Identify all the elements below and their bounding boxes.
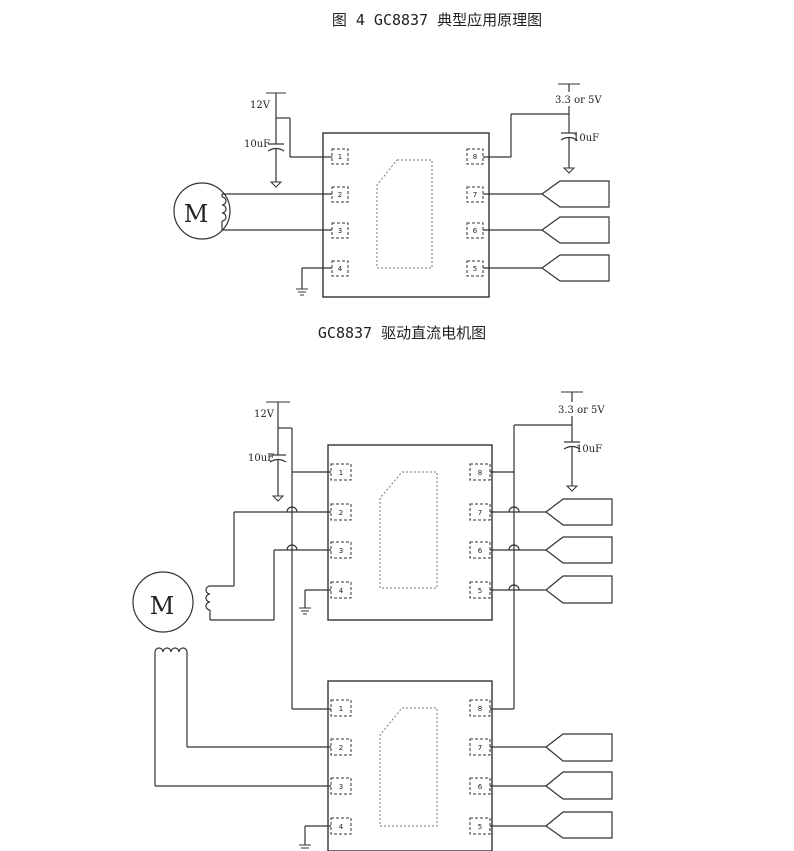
chip-2b-pin-7: 7 xyxy=(469,738,491,756)
chip-1-pin-5: 5 xyxy=(466,260,484,277)
svg-text:3: 3 xyxy=(339,783,343,791)
chip-1-pin-7: 7 xyxy=(466,186,484,203)
chip-2b-pin-5: 5 xyxy=(469,817,491,835)
motor-1: M xyxy=(173,182,332,240)
input-connectors-2a xyxy=(490,498,613,604)
svg-text:2: 2 xyxy=(339,509,343,517)
chip-1-pin-2: 2 xyxy=(331,186,349,203)
chip-2b-pin-2: 2 xyxy=(330,738,352,756)
cap-left-2: 10uF xyxy=(248,428,287,502)
chip-1-pin-1: 1 xyxy=(331,148,349,165)
svg-text:1: 1 xyxy=(339,469,343,477)
chip-2b-pin-4: 4 xyxy=(330,817,352,835)
svg-text:1: 1 xyxy=(338,153,342,161)
svg-text:3: 3 xyxy=(339,547,343,555)
vlogic-label-2: 3.3 or 5V xyxy=(558,405,605,416)
cap-left-label-1: 10uF xyxy=(244,139,270,150)
gnd-2b xyxy=(299,825,331,849)
vin-label-1: 12V xyxy=(250,100,271,111)
svg-text:4: 4 xyxy=(339,587,344,595)
svg-text:6: 6 xyxy=(473,227,478,235)
chip-2a-thermal-pad xyxy=(379,471,438,589)
svg-text:8: 8 xyxy=(478,705,482,713)
gnd-2a xyxy=(299,589,331,615)
svg-text:5: 5 xyxy=(478,823,482,831)
input-connectors-2b xyxy=(490,733,613,839)
svg-text:4: 4 xyxy=(338,265,343,273)
svg-text:4: 4 xyxy=(339,823,344,831)
svg-text:2: 2 xyxy=(339,744,343,752)
cap-right-label-2: 10uF xyxy=(576,444,602,455)
chip-2a-pin-1: 1 xyxy=(330,463,352,481)
caption-1: GC8837 驱动直流电机图 xyxy=(318,324,486,342)
diagram-1: 1 2 3 4 8 7 6 5 xyxy=(173,83,610,342)
chip-2b-thermal-pad xyxy=(379,707,438,827)
cap-left-label-2: 10uF xyxy=(248,453,274,464)
vlogic-supply-1: 3.3 or 5V 10uF xyxy=(483,83,602,174)
chip-2a-pin-4: 4 xyxy=(330,581,352,599)
svg-text:7: 7 xyxy=(473,191,477,199)
input-connectors-1 xyxy=(483,180,610,282)
figure-title: 图 4 GC8837 典型应用原理图 xyxy=(332,11,542,29)
coil-a-icon xyxy=(205,585,211,611)
chip-1-pin-8: 8 xyxy=(466,148,484,165)
svg-text:7: 7 xyxy=(478,744,482,752)
svg-text:8: 8 xyxy=(478,469,482,477)
chip-1-pin-4: 4 xyxy=(331,260,349,277)
chip-2a-pin-5: 5 xyxy=(469,581,491,599)
svg-text:6: 6 xyxy=(478,783,483,791)
chip-2b-pin-8: 8 xyxy=(469,699,491,717)
chip-2b-pin-1: 1 xyxy=(330,699,352,717)
motor-2: M xyxy=(132,506,331,787)
cap-right-label-1: 10uF xyxy=(573,133,599,144)
chip-2a-pin-7: 7 xyxy=(469,503,491,521)
vin-label-2: 12V xyxy=(254,409,275,420)
svg-text:6: 6 xyxy=(478,547,483,555)
motor-label-1: M xyxy=(184,200,209,228)
chip-2a-pin-3: 3 xyxy=(330,541,352,559)
diagram-2: 1 2 3 4 8 7 6 5 xyxy=(132,391,613,851)
svg-text:5: 5 xyxy=(473,265,477,273)
chip-1-pin-3: 3 xyxy=(331,222,349,239)
chip-2a xyxy=(327,444,493,621)
chip-1-pin-6: 6 xyxy=(466,222,484,239)
svg-text:1: 1 xyxy=(339,705,343,713)
vlogic-label-1: 3.3 or 5V xyxy=(555,95,602,106)
svg-text:5: 5 xyxy=(478,587,482,595)
chip-2b-pin-6: 6 xyxy=(469,777,491,795)
chip-1-thermal-pad xyxy=(376,159,433,269)
motor-label-2: M xyxy=(150,592,175,620)
chip-2a-pin-6: 6 xyxy=(469,541,491,559)
svg-text:8: 8 xyxy=(473,153,477,161)
chip-2b-pin-3: 3 xyxy=(330,777,352,795)
vin-supply-1: 12V xyxy=(250,92,332,158)
svg-text:7: 7 xyxy=(478,509,482,517)
svg-text:2: 2 xyxy=(338,191,342,199)
svg-text:3: 3 xyxy=(338,227,342,235)
cap-left-1: 10uF xyxy=(244,118,285,188)
vin-supply-2: 12V xyxy=(254,401,331,710)
chip-2a-pin-8: 8 xyxy=(469,463,491,481)
gnd-1 xyxy=(296,267,332,296)
chip-2a-pin-2: 2 xyxy=(330,503,352,521)
chip-2b xyxy=(327,680,493,851)
coil-b-icon xyxy=(154,647,188,653)
vlogic-supply-2: 3.3 or 5V 10uF xyxy=(490,391,605,710)
